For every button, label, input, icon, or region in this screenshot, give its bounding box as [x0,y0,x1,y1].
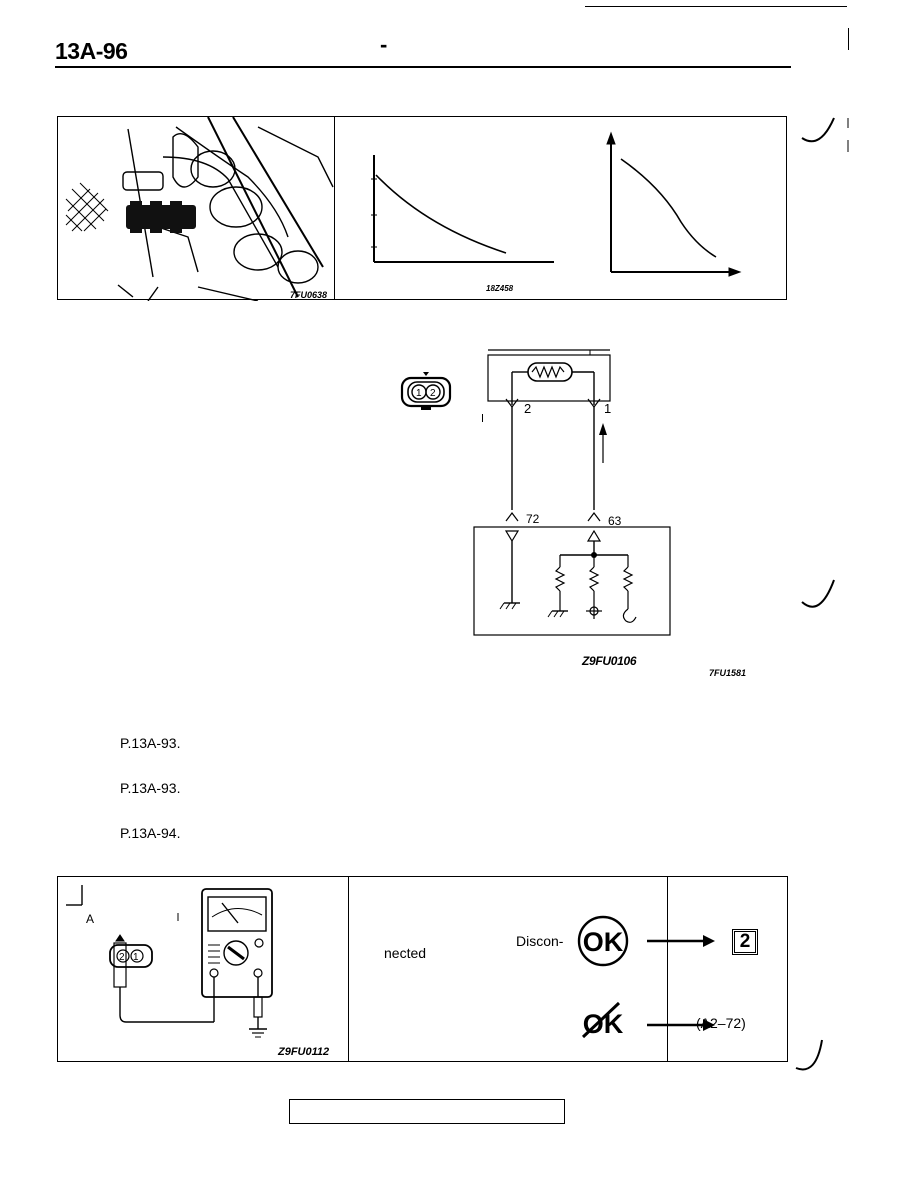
multimeter-test-illustration: A 2 1 Z9FU0112 [66,885,329,1058]
sensor-pin-1: 1 [604,401,611,416]
right-edge-mark [848,28,849,50]
connector-symbol: 1 2 [400,372,452,410]
step-connector-pin-2: 2 [119,952,125,963]
condition-text-1: Discon- [516,933,564,949]
top-panel: 7FU0638 18Z458 [57,116,787,301]
step-label: A [86,912,94,926]
step-divider-1 [348,877,349,1061]
connector-pin-1: 1 [416,388,422,399]
top-right-rule [585,6,847,7]
step-diagram-code: Z9FU0112 [277,1046,329,1058]
step-connector-pin-1: 1 [133,952,139,963]
sensor-pin-2: 2 [524,401,531,416]
photo-code: 7FU0638 [290,290,327,300]
result-branches: OK OK [577,915,715,1039]
engine-photo-illustration: 7FU0638 [65,117,334,301]
graph-code: 18Z458 [486,284,514,293]
ng-result: (A2–72) [696,1015,746,1031]
next-step-box: 2 [732,929,758,955]
condition-text-2: nected [384,945,427,961]
ok-label: OK [583,927,624,957]
panel-divider [334,117,335,299]
reference-1: P.13A-93. [120,735,181,751]
title-dash: - [380,32,388,57]
check-step-box: A 2 1 Z9FU0112 Discon- nected OK OK 2 (A… [57,876,788,1062]
ecu-pin-63: 63 [608,514,622,528]
reference-3: P.13A-94. [120,825,181,841]
circuit-diagram-code: Z9FU0106 [582,654,637,668]
ng-label: OK [583,1009,624,1039]
step-divider-2 [667,877,668,1061]
footer-box [289,1099,565,1124]
side-code: 7FU1581 [709,668,747,678]
connector-pin-2: 2 [430,388,436,399]
reference-2: P.13A-93. [120,780,181,796]
binder-marks [795,117,849,1071]
header-rule [55,66,791,68]
temperature-characteristic-graphs: 18Z458 [371,131,742,293]
circuit-diagram: 2 1 72 63 [473,349,671,636]
page-number: 13A-96 [55,38,128,64]
ecu-pin-72: 72 [526,512,540,526]
stray-mark [482,414,483,422]
